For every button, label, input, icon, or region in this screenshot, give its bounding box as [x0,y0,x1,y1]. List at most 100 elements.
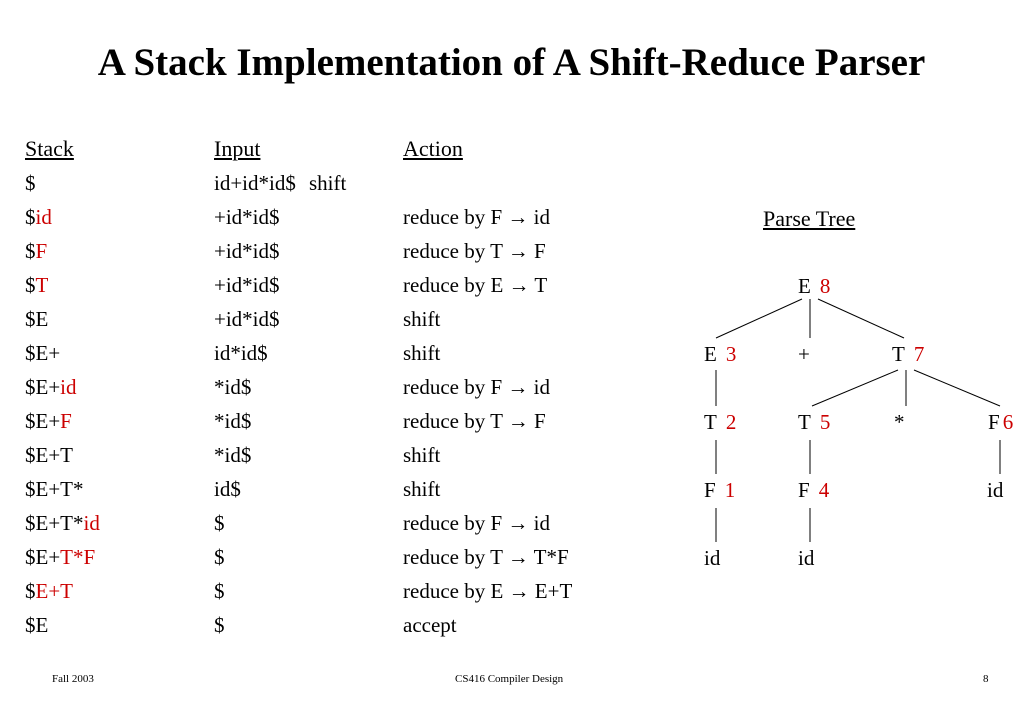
action-cell: reduce by F → id [403,511,550,535]
tree-node-plus: + [798,342,810,367]
tree-node-order-number: 2 [725,410,737,434]
stack-symbols: $E+T [25,443,73,467]
stack-cell: $id [25,205,52,230]
stack-symbols: $E+T* [25,477,84,501]
stack-symbols: $ [25,273,36,297]
tree-node-label: * [894,410,905,434]
edge-e8-e3 [715,298,803,339]
input-cell: +id*id$ [214,239,280,263]
input-cell: $ [214,613,225,637]
action-cell: shift [309,171,347,195]
slide-title: A Stack Implementation of A Shift-Reduce… [97,41,926,84]
tree-node-label: F [798,478,810,502]
stack-cell: $E+T*F [25,545,95,570]
action-cell: reduce by F → id [403,205,550,229]
input-cell: $ [214,579,225,603]
input-cell: id+id*id$ [214,171,296,195]
tree-node-label: T [704,410,717,434]
stack-symbols: $E [25,307,49,331]
stack-highlighted-symbols: F [35,239,48,263]
stack-symbols: $ [25,171,36,195]
tree-node-label: E [798,274,811,298]
tree-node-order-number: 7 [913,342,925,366]
input-cell: +id*id$ [214,205,280,229]
action-cell: shift [403,443,441,467]
input-cell: *id$ [214,443,252,467]
input-cell: *id$ [214,375,252,399]
stack-highlighted-symbols: E+T [35,579,74,603]
parse-tree-title: Parse Tree [763,206,856,231]
footer-course: CS416 Compiler Design [455,673,564,685]
stack-highlighted-symbols: id [83,511,100,535]
action-cell: reduce by E → T [403,273,548,297]
stack-symbols: $ [25,205,36,229]
tree-node-label: id [987,478,1004,502]
tree-node-label: id [704,546,721,570]
stack-symbols: $ [25,239,36,263]
stack-highlighted-symbols: T [35,273,49,297]
action-column-header: Action [403,136,463,161]
tree-node-id6: id [987,478,1003,503]
tree-node-order-number: 3 [725,342,737,366]
stack-symbols: $E+T* [25,511,84,535]
tree-node-order-number: 6 [1002,410,1014,434]
stack-cell: $T [25,273,48,298]
stack-cell: $F [25,239,47,264]
input-cell: +id*id$ [214,307,280,331]
edge-e8-t7 [817,298,905,339]
stack-symbols: $E [25,613,49,637]
action-cell: shift [403,341,441,365]
input-column-header: Input [214,136,261,161]
edge-t7-f6 [913,369,1001,407]
action-cell: reduce by T → F [403,239,546,263]
stack-symbols: $E+ [25,341,61,365]
tree-node-star: * [894,410,905,435]
footer-date: Fall 2003 [52,673,94,685]
edge-t7-t5 [811,369,899,407]
tree-node-order-number: 8 [819,274,831,298]
stack-highlighted-symbols: F [60,409,72,433]
stack-symbols: $E+ [25,409,61,433]
tree-node-order-number: 4 [818,478,830,502]
stack-highlighted-symbols: id [35,205,52,229]
tree-node-order-number: 1 [724,478,736,502]
stack-symbols: $E+ [25,375,61,399]
tree-node-label: F [704,478,716,502]
stack-symbols: $ [25,579,36,603]
stack-cell: $E+T [25,443,73,468]
action-cell: accept [403,613,457,637]
tree-node-label: F [988,410,1000,434]
stack-symbols: $E+ [25,545,61,569]
footer-page-number: 8 [983,673,989,685]
action-cell: reduce by E → E+T [403,579,573,603]
action-cell: reduce by F → id [403,375,550,399]
tree-node-label: id [798,546,815,570]
stack-cell: $E [25,307,48,332]
tree-node-label: T [798,410,811,434]
action-cell: shift [403,477,441,501]
stack-cell: $E+id [25,375,77,400]
input-cell: $ [214,511,225,535]
stack-cell: $E [25,613,48,638]
stack-cell: $ [25,171,36,196]
action-cell: shift [403,307,441,331]
input-cell: $ [214,545,225,569]
stack-cell: $E+ [25,341,60,366]
tree-node-label: + [798,342,810,366]
input-cell: id$ [214,477,241,501]
tree-node-id4: id [798,546,814,571]
input-cell: +id*id$ [214,273,280,297]
stack-highlighted-symbols: id [60,375,77,399]
input-cell: *id$ [214,409,252,433]
stack-column-header: Stack [25,136,74,161]
stack-cell: $E+T*id [25,511,100,536]
